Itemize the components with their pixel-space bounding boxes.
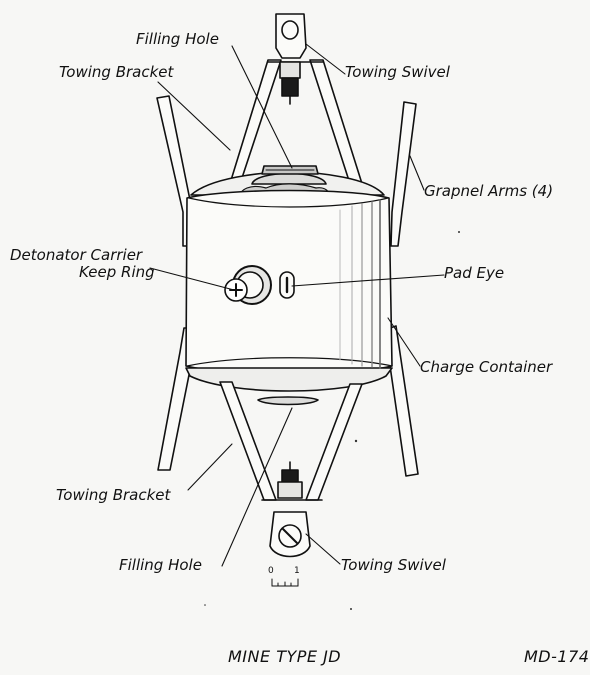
towing-bracket-bottom (219, 381, 363, 501)
caption-figure-id: MD-174 (524, 647, 590, 666)
scale-tick-end: 1 (294, 566, 300, 576)
label-filling-hole-top: Filling Hole (136, 30, 219, 48)
label-towing-swivel-top: Towing Swivel (345, 63, 450, 81)
paper-specks (204, 231, 460, 610)
towing-swivel-bottom (269, 461, 311, 558)
scale-tick-start: 0 (268, 566, 274, 576)
label-detonator-carrier-line1: Detonator Carrier (10, 246, 143, 264)
label-towing-bracket-bottom: Towing Bracket (56, 486, 171, 504)
pad-eye (279, 271, 295, 299)
detonator-carrier-keep-ring (224, 265, 272, 305)
label-towing-bracket-top: Towing Bracket (59, 63, 174, 81)
caption-title: MINE TYPE JD (228, 647, 342, 666)
leader-lines (149, 43, 445, 567)
label-detonator-carrier-line2: Keep Ring (79, 263, 155, 281)
label-filling-hole-bottom: Filling Hole (119, 556, 202, 574)
towing-swivel-top (275, 13, 307, 105)
label-pad-eye: Pad Eye (444, 264, 505, 282)
bottom-cap (257, 396, 319, 406)
label-charge-container: Charge Container (420, 358, 553, 376)
label-grapnel-arms: Grapnel Arms (4) (424, 182, 554, 200)
label-towing-swivel-bottom: Towing Swivel (341, 556, 446, 574)
scale-bar (271, 578, 299, 587)
